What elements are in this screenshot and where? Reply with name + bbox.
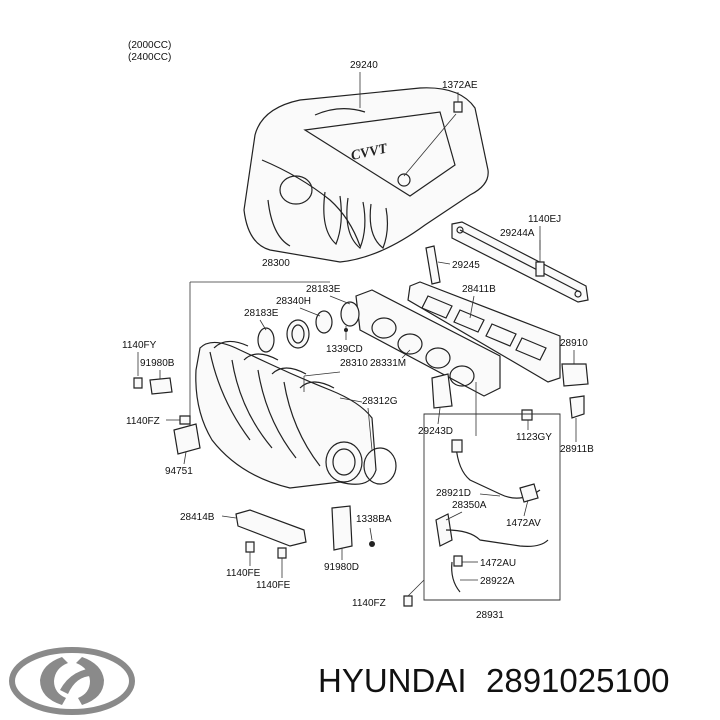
- label-1140FE-b: 1140FE: [256, 580, 291, 591]
- bracket-91980D: [331, 505, 353, 551]
- engine-cover-drawing: CVVT: [243, 87, 489, 263]
- label-28414B: 28414B: [180, 512, 215, 523]
- label-1140EJ: 1140EJ: [528, 214, 561, 225]
- clamp-1472AU: [453, 555, 463, 567]
- label-29240: 29240: [350, 60, 378, 71]
- bolt-1140FZ-bottom: [403, 595, 413, 607]
- label-28411B: 28411B: [462, 284, 496, 295]
- label-28331M: 28331M: [370, 358, 406, 369]
- heat-shield-drawing: [451, 221, 589, 303]
- label-29244A: 29244A: [500, 228, 535, 239]
- pcsv-hose-drawing: [435, 439, 549, 593]
- label-28922A: 28922A: [480, 576, 515, 587]
- label-28340H: 28340H: [276, 296, 311, 307]
- gasket-28312G: [363, 447, 397, 485]
- label-28183E-top: 28183E: [306, 284, 341, 295]
- engine-note-2400cc: (2400CC): [128, 52, 171, 63]
- hyundai-logo-icon: [9, 647, 135, 715]
- bolt-1140EJ: [535, 261, 545, 277]
- seal-rings-drawing: [257, 301, 360, 353]
- pcsv-group-box: [423, 413, 561, 601]
- label-28350A: 28350A: [452, 500, 487, 511]
- stud-29245: [425, 245, 441, 285]
- sensor-28910: [561, 363, 589, 387]
- bolt-1372AE: [453, 101, 463, 113]
- bracket-28414B: [235, 509, 307, 547]
- label-28921D: 28921D: [436, 488, 471, 499]
- label-1472AV: 1472AV: [506, 518, 541, 529]
- engine-note-2000cc: (2000CC): [128, 40, 171, 51]
- bolt-1140FZ-left: [179, 415, 191, 425]
- label-28931: 28931: [476, 610, 504, 621]
- label-1338BA: 1338BA: [356, 514, 392, 525]
- bolt-1140FY: [133, 377, 143, 389]
- intake-manifold-drawing: [195, 289, 501, 489]
- label-1140FZ-bottom: 1140FZ: [352, 598, 386, 609]
- label-1472AU: 1472AU: [480, 558, 516, 569]
- label-28312G: 28312G: [362, 396, 398, 407]
- label-1140FY: 1140FY: [122, 340, 157, 351]
- label-28300: 28300: [262, 258, 290, 269]
- label-94751: 94751: [165, 466, 193, 477]
- bracket-91980B: [149, 377, 173, 395]
- label-28910: 28910: [560, 338, 588, 349]
- label-1372AE: 1372AE: [442, 80, 478, 91]
- brand-name: HYUNDAI: [318, 662, 467, 699]
- bolt-1140FE-a: [245, 541, 255, 553]
- label-1339CD: 1339CD: [326, 344, 363, 355]
- bracket-29243D: [431, 373, 453, 409]
- label-1123GY: 1123GY: [516, 432, 552, 443]
- label-28310: 28310: [340, 358, 368, 369]
- bolt-1140FE-b: [277, 547, 287, 559]
- label-29245: 29245: [452, 260, 480, 271]
- bracket-28911B: [569, 395, 585, 419]
- gasket-28411B-drawing: [407, 281, 561, 383]
- label-1140FE-a: 1140FE: [226, 568, 261, 579]
- label-28183E-left: 28183E: [244, 308, 279, 319]
- label-29243D: 29243D: [418, 426, 453, 437]
- part-number: 2891025100: [486, 662, 670, 699]
- label-28911B: 28911B: [560, 444, 594, 455]
- label-1140FZ-left: 1140FZ: [126, 416, 160, 427]
- bolt-1123GY: [521, 409, 533, 421]
- label-91980B: 91980B: [140, 358, 175, 369]
- label-91980D: 91980D: [324, 562, 359, 573]
- bracket-94751: [173, 423, 201, 455]
